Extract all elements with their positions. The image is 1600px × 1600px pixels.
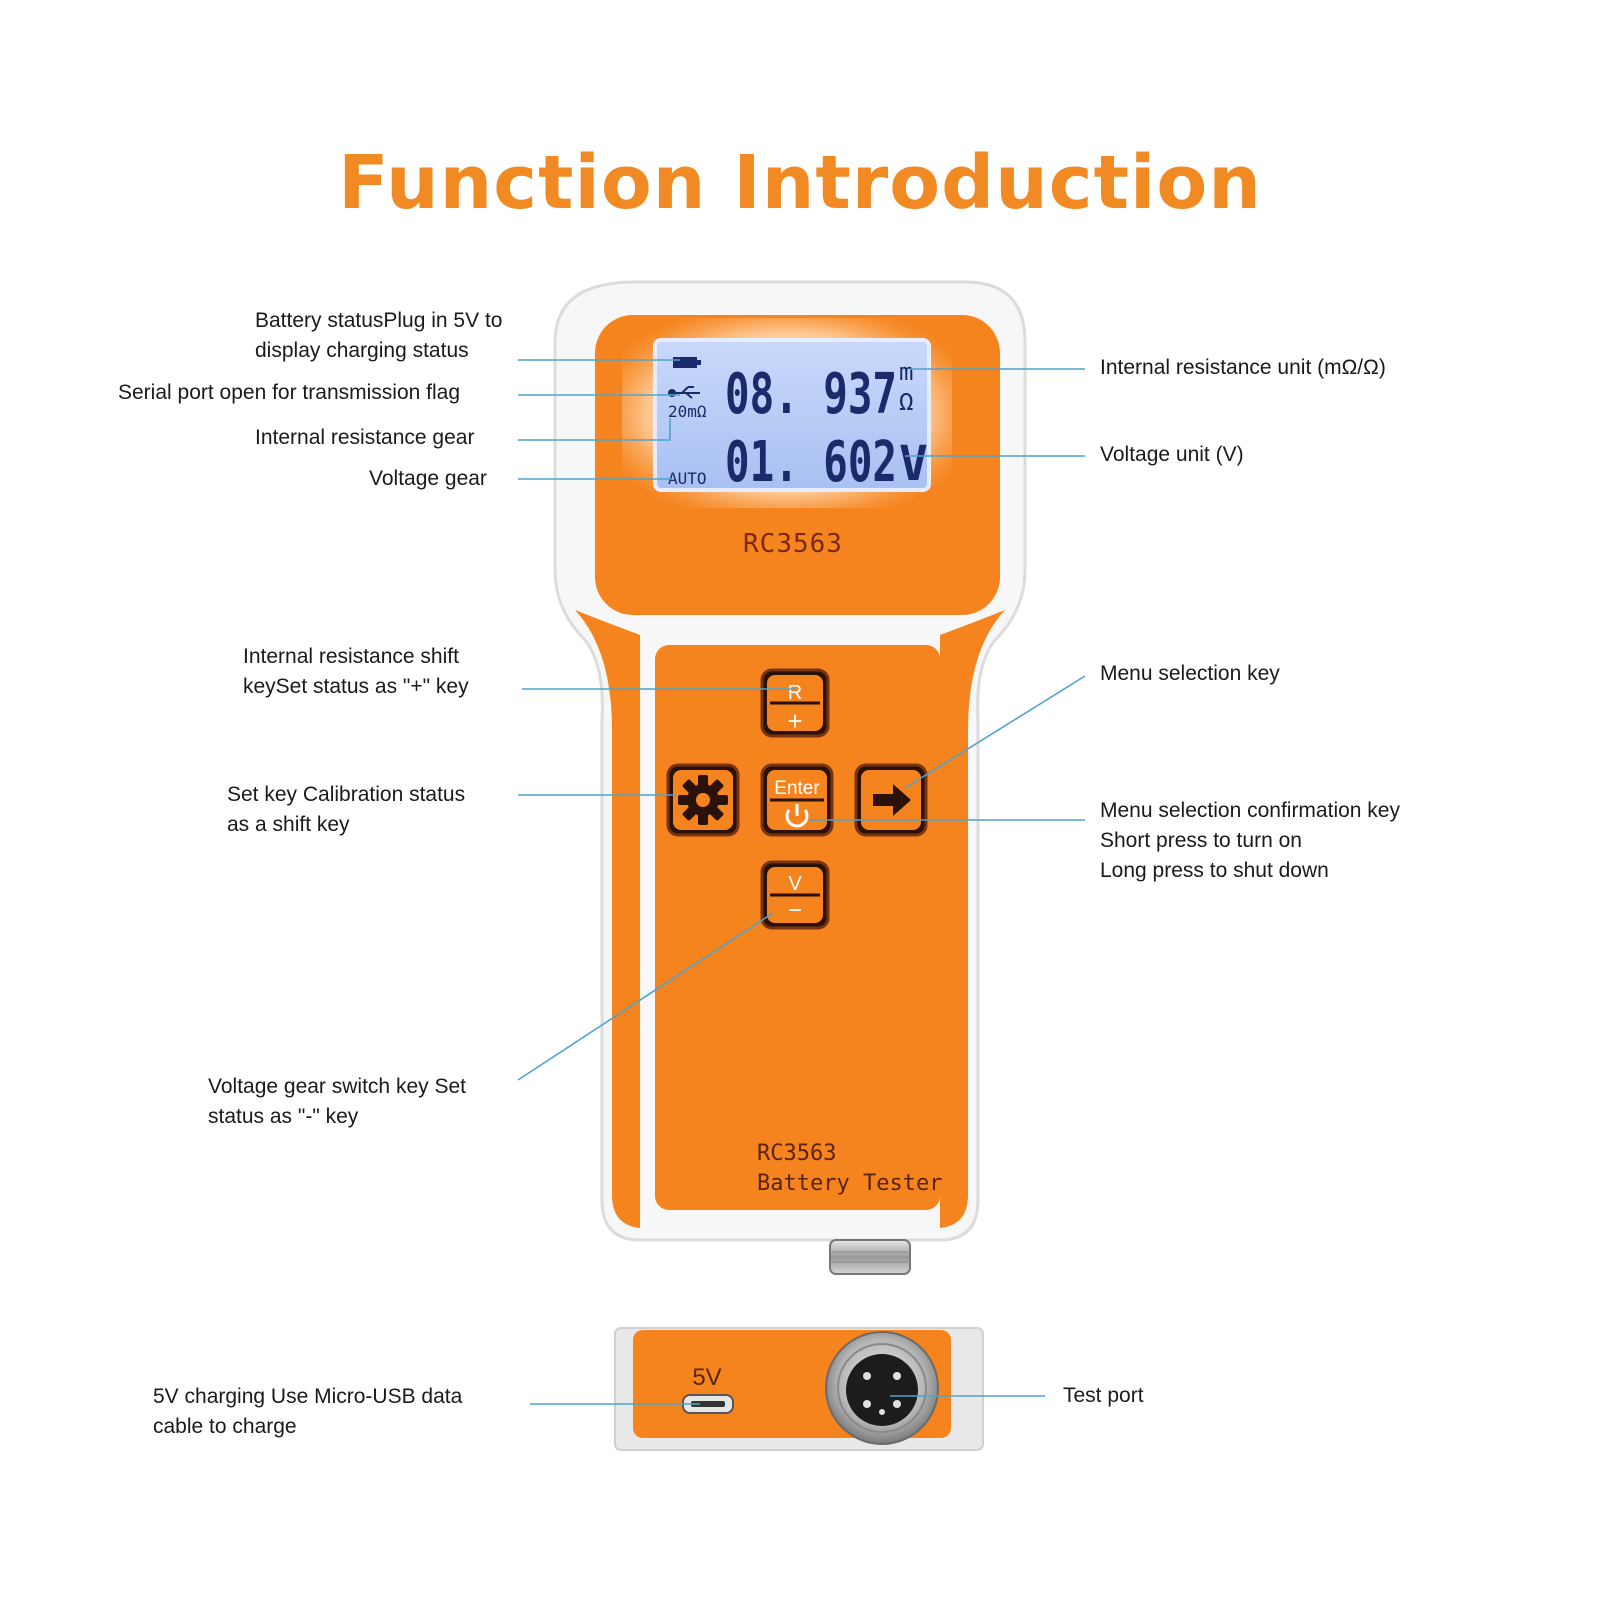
settings-key[interactable] <box>666 763 740 837</box>
test-port-connector <box>825 1331 939 1445</box>
r-key-label: R <box>788 682 802 704</box>
v-minus-key[interactable]: V − <box>760 860 830 930</box>
menu-arrow-key[interactable] <box>854 763 928 837</box>
model-name-top: RC3563 <box>743 529 843 559</box>
label-menu-select: Menu selection key <box>1100 662 1280 685</box>
battery-status-icon <box>673 357 701 368</box>
left-grip <box>575 610 640 1228</box>
right-grip <box>940 610 1005 1228</box>
enter-key-label: Enter <box>774 778 820 799</box>
leader-lines <box>517 359 1086 1405</box>
lcd-mode: AUTO <box>668 469 707 488</box>
lcd-resistance-value: 08. 937 <box>725 362 897 427</box>
lcd-range: 20mΩ <box>668 402 707 421</box>
label-charging: 5V charging Use Micro-USB data cable to … <box>153 1385 463 1438</box>
lcd-voltage-value: 01. 602 <box>725 430 897 495</box>
label-serial-port: Serial port open for transmission flag <box>118 381 460 404</box>
label-ir-gear: Internal resistance gear <box>255 426 475 449</box>
arrow-right-icon <box>873 784 911 816</box>
label-battery-status: Battery statusPlug in 5V to display char… <box>255 309 503 362</box>
model-name-plate: RC3563 <box>757 1141 836 1166</box>
label-voltage-switch: Voltage gear switch key Set status as "-… <box>208 1075 466 1128</box>
v-key-label: V <box>788 873 802 895</box>
leader-ir-gear <box>518 418 671 441</box>
leader-voltage-switch <box>517 912 774 1081</box>
enter-power-key[interactable]: Enter <box>760 763 834 837</box>
r-plus-key[interactable]: R + <box>760 668 830 738</box>
gear-icon <box>678 775 728 825</box>
page-title: Function Introduction <box>338 140 1262 226</box>
lcd-screen <box>653 338 931 492</box>
leader-menu-select <box>904 675 1086 789</box>
label-ir-unit: Internal resistance unit (mΩ/Ω) <box>1100 356 1386 379</box>
label-voltage-unit: Voltage unit (V) <box>1100 443 1244 466</box>
label-ir-shift: Internal resistance shift keySet status … <box>243 645 469 698</box>
label-test-port: Test port <box>1063 1384 1144 1407</box>
plate-subtitle: Battery Tester <box>757 1171 942 1196</box>
label-set-key: Set key Calibration status as a shift ke… <box>227 783 466 836</box>
bottom-connector <box>829 1239 911 1275</box>
label-voltage-gear: Voltage gear <box>369 467 487 490</box>
lcd-resistance-unit-m: m <box>899 358 913 386</box>
power-icon <box>785 804 809 828</box>
minus-key-label: − <box>788 897 802 924</box>
port-5v-label: 5V <box>692 1364 721 1391</box>
lcd-voltage-unit: V <box>899 436 928 492</box>
label-menu-confirm: Menu selection confirmation key Short pr… <box>1100 799 1400 882</box>
lcd-resistance-unit-ohm: Ω <box>899 388 913 416</box>
micro-usb-port <box>682 1394 734 1414</box>
plus-key-label: + <box>787 706 802 736</box>
